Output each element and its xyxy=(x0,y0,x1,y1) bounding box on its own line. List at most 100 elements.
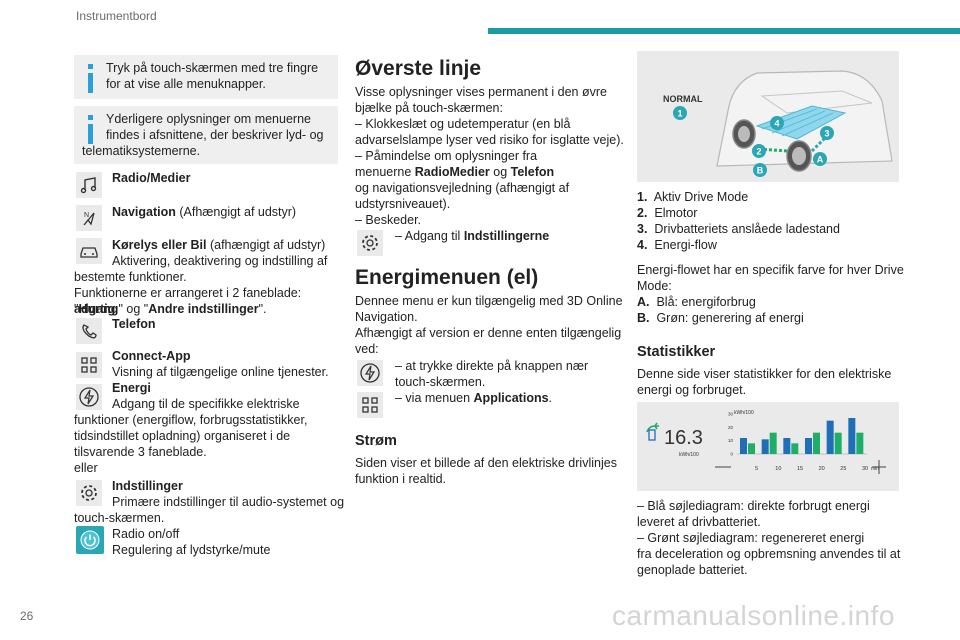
svg-text:3: 3 xyxy=(824,129,829,139)
music-note-icon[interactable] xyxy=(76,172,102,198)
or-text: eller xyxy=(74,461,98,475)
top-line-text: – Påmindelse om oplysninger fra xyxy=(355,149,538,163)
gear-icon[interactable] xyxy=(76,480,102,506)
energy-menu-text: ved: xyxy=(355,342,379,356)
settings-label: Indstillinger xyxy=(112,479,183,493)
page-number: 26 xyxy=(20,609,34,623)
top-line-text: advarselslampe lyser ved risiko for isgl… xyxy=(355,133,624,147)
apps-grid-icon[interactable] xyxy=(357,392,383,418)
bar-chart-text: fra deceleration og opbremsning anvendes… xyxy=(637,547,901,561)
bar-regeneration xyxy=(834,432,842,454)
section-title: Instrumentbord xyxy=(76,9,157,23)
top-line-text: og navigationsvejledning (afhængigt af xyxy=(355,181,570,195)
power-button-icon[interactable] xyxy=(76,526,104,554)
legend-item: 3. Drivbatteriets anslåede ladestand xyxy=(637,222,840,236)
bar-chart-text: genoplade batteriet. xyxy=(637,563,748,577)
driving-desc: Aktivering, deaktivering og indstilling … xyxy=(112,254,328,268)
energy-menu-text: Navigation. xyxy=(355,310,418,324)
energy-bolt-icon[interactable] xyxy=(76,384,102,410)
top-line-text: menuerne RadioMedier og Telefon xyxy=(355,165,555,179)
gear-icon[interactable] xyxy=(357,230,383,256)
top-line-text: udstyrsniveauet). xyxy=(355,197,451,211)
legend-item: 1. Aktiv Drive Mode xyxy=(637,190,749,204)
bar-consumption xyxy=(826,420,834,454)
chart-ylabel: kWh/100 xyxy=(734,410,754,416)
bar-consumption xyxy=(761,439,769,454)
energy-desc: tilsvarende 3 faneblade. xyxy=(74,445,207,459)
phone-icon[interactable] xyxy=(76,318,102,344)
stats-unit: kWh/100 xyxy=(679,452,699,458)
legend-item: 2. Elmotor xyxy=(637,206,698,220)
energy-access-text: touch-skærmen. xyxy=(395,375,486,389)
energy-desc: funktioner (energiflow, forbrugsstatisti… xyxy=(74,413,308,427)
navigation-arrow-icon[interactable]: N xyxy=(76,205,102,231)
bar-chart-text: leveret af drivbatteriet. xyxy=(637,515,761,529)
heading-top-line: Øverste linje xyxy=(355,57,482,80)
top-line-text: bjælke på touch-skærmen: xyxy=(355,101,503,115)
bar-consumption xyxy=(805,438,812,454)
info-text: telematiksystemerne. xyxy=(82,144,201,158)
y-tick-label: 10 xyxy=(728,438,734,443)
bar-regeneration xyxy=(748,443,755,454)
callout-1 xyxy=(673,106,687,120)
bar-consumption xyxy=(740,438,747,454)
bar-regeneration xyxy=(769,432,777,454)
svg-text:4: 4 xyxy=(774,119,779,129)
energy-desc: tidsindstillet opladning) organiseret i … xyxy=(74,429,291,443)
heading-power: Strøm xyxy=(355,433,397,449)
apps-grid-icon[interactable] xyxy=(76,352,102,378)
color-item: A. Blå: energiforbrug xyxy=(637,295,756,309)
watermark: carmanualsonline.info xyxy=(612,600,895,631)
connect-app-label: Connect-App xyxy=(112,349,191,363)
car-icon[interactable] xyxy=(76,238,102,264)
y-tick-label: 30 xyxy=(728,412,734,417)
driving-desc: bestemte funktioner. xyxy=(74,270,187,284)
power-text: Siden viser et billede af den elektriske… xyxy=(355,456,617,470)
color-item: B. Grøn: generering af energi xyxy=(637,311,804,325)
top-line-text: – Klokkeslæt og udetemperatur (en blå xyxy=(355,117,571,131)
x-tick-label: 10 xyxy=(775,466,781,472)
applications-access-text: – via menuen Applications. xyxy=(395,391,553,405)
statistics-text: energi og forbruget. xyxy=(637,383,747,397)
y-tick-label: 0 xyxy=(730,452,733,457)
svg-text:1: 1 xyxy=(677,109,682,119)
bar-consumption xyxy=(848,418,856,454)
svg-text:B: B xyxy=(757,166,764,176)
info-box-touch: Tryk på touch-skærmen med tre fingre for… xyxy=(74,55,338,99)
drive-mode-label: NORMAL xyxy=(663,94,703,104)
tabs-desc: adgang" og "Andre indstillinger". xyxy=(74,302,267,316)
energy-menu-text: Afhængigt af version er denne enten tilg… xyxy=(355,326,622,340)
energy-access-text: – at trykke direkte på knappen nær xyxy=(395,359,589,373)
bar-regeneration xyxy=(813,432,820,454)
traction-battery xyxy=(755,105,847,140)
drivetrain-diagram: NORMAL 1 4 3 2 A B xyxy=(637,51,899,182)
battery-icon xyxy=(648,429,656,441)
bar-consumption xyxy=(783,438,791,454)
energy-bolt-icon[interactable] xyxy=(357,360,383,386)
info-text: Yderligere oplysninger om menuerne xyxy=(106,112,311,126)
info-icon xyxy=(88,64,93,69)
stats-value: 16.3 xyxy=(664,427,703,449)
tabs-desc: Funktionerne er arrangeret i 2 faneblade… xyxy=(74,286,302,316)
legend-item: 4. Energi-flow xyxy=(637,238,717,252)
radio-media-label: Radio/Medier xyxy=(112,171,191,185)
top-line-text: – Beskeder. xyxy=(355,213,422,227)
x-tick-label: 30 xyxy=(862,466,868,472)
heading-statistics: Statistikker xyxy=(637,344,716,360)
phone-label: Telefon xyxy=(112,317,156,331)
power-text: funktion i realtid. xyxy=(355,472,447,486)
svg-text:N: N xyxy=(84,212,89,219)
settings-access-text: – Adgang til Indstillingerne xyxy=(395,229,550,243)
bar-regeneration xyxy=(791,443,799,454)
bar-chart-text: – Grønt søjlediagram: regenereret energi xyxy=(637,531,865,545)
navigation-label: Navigation (Afhængigt af udstyr) xyxy=(112,205,297,219)
y-tick-label: 20 xyxy=(728,425,734,430)
driving-label: Kørelys eller Bil (afhængigt af udstyr) xyxy=(112,238,326,252)
energy-label: Energi xyxy=(112,381,151,395)
bar-regeneration xyxy=(856,432,864,454)
energy-menu-text: Dennee menu er kun tilgængelig med 3D On… xyxy=(355,294,623,308)
regen-icon xyxy=(646,422,659,433)
heading-energy-menu: Energimenuen (el) xyxy=(355,266,539,289)
info-text: findes i afsnittene, der beskriver lyd- … xyxy=(106,128,324,142)
